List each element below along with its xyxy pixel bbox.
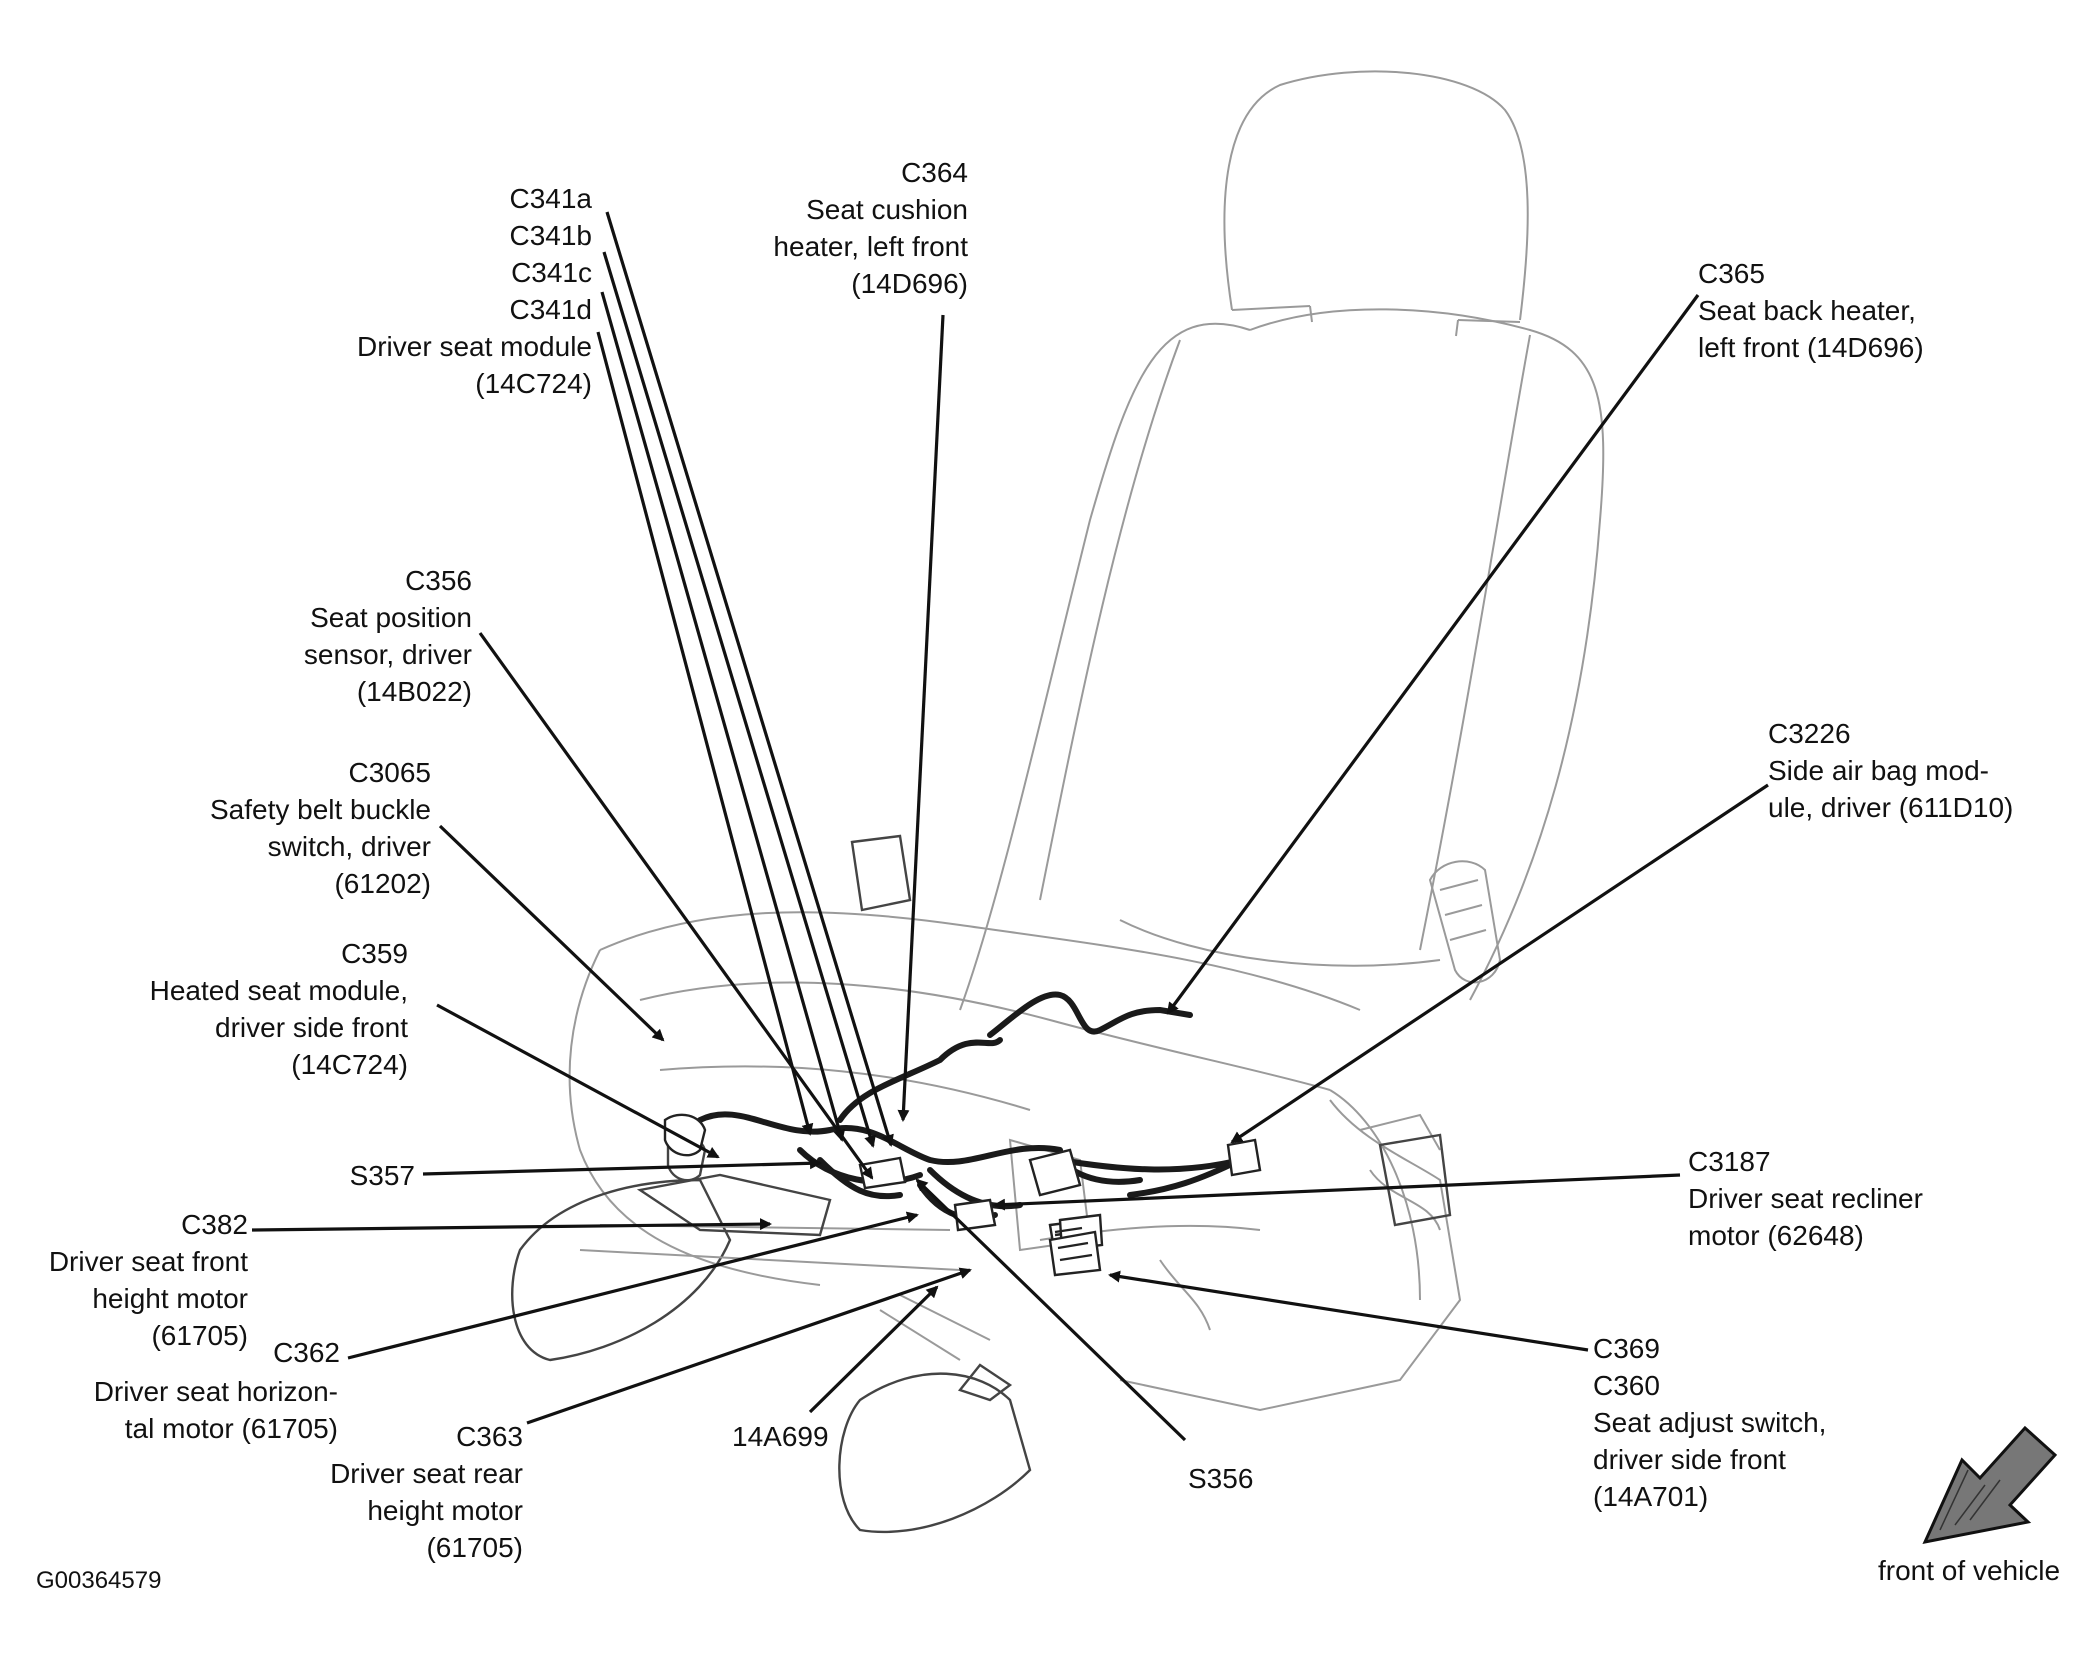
leader-c365: [1166, 294, 1700, 1015]
direction-arrow-icon: [1922, 1425, 2058, 1545]
label-c359: C359 Heated seat module, driver side fro…: [149, 938, 408, 1080]
wiring-harness: [663, 991, 1262, 1277]
leader-c341a: [605, 211, 894, 1147]
label-c362: C362: [273, 1337, 340, 1368]
label-s357: S357: [349, 1160, 415, 1191]
label-c3187: C3187 Driver seat recliner motor (62648): [1688, 1146, 1923, 1251]
front-of-vehicle-label: front of vehicle: [1878, 1555, 2061, 1586]
leader-c382: [251, 1218, 772, 1232]
label-c365: C365 Seat back heater, left front (14D69…: [1698, 258, 1924, 363]
label-c363: C363 Driver seat rear height motor (6170…: [330, 1421, 523, 1563]
seat-illustration: [511, 70, 1605, 1534]
leader-14a699: [808, 1285, 939, 1414]
label-c341: C341a C341b C341c C341d Driver seat modu…: [357, 183, 592, 399]
leader-c3187: [993, 1173, 1681, 1211]
leader-c363: [526, 1267, 972, 1425]
leader-c369: [1108, 1270, 1589, 1352]
label-c369-c360: C369 C360 Seat adjust switch, driver sid…: [1593, 1333, 1827, 1512]
label-c3226: C3226 Side air bag mod- ule, driver (611…: [1768, 718, 2014, 823]
leader-c356: [478, 632, 874, 1180]
label-14a699: 14A699: [732, 1421, 829, 1452]
label-c362-description: Driver seat horizon- tal motor (61705): [93, 1376, 338, 1444]
label-c356: C356 Seat position sensor, driver (14B02…: [303, 565, 472, 707]
leader-c359: [436, 1003, 720, 1159]
leader-c3065: [438, 824, 665, 1042]
leader-lines: [251, 211, 1769, 1442]
label-c364: C364 Seat cushion heater, left front (14…: [773, 157, 968, 299]
leader-c341b: [602, 251, 876, 1148]
leader-c341d: [596, 331, 814, 1136]
leader-c341c: [600, 291, 846, 1142]
leader-s356: [915, 1178, 1187, 1442]
label-s356: S356: [1188, 1463, 1254, 1494]
figure-id: G00364579: [36, 1567, 162, 1594]
leader-s357: [422, 1157, 822, 1176]
leader-c364: [897, 314, 945, 1122]
label-c382: C382 Driver seat front height motor (617…: [48, 1209, 248, 1351]
leader-c362: [347, 1211, 919, 1360]
label-c3065: C3065 Safety belt buckle switch, driver …: [209, 757, 431, 899]
leader-c3226: [1230, 783, 1769, 1144]
